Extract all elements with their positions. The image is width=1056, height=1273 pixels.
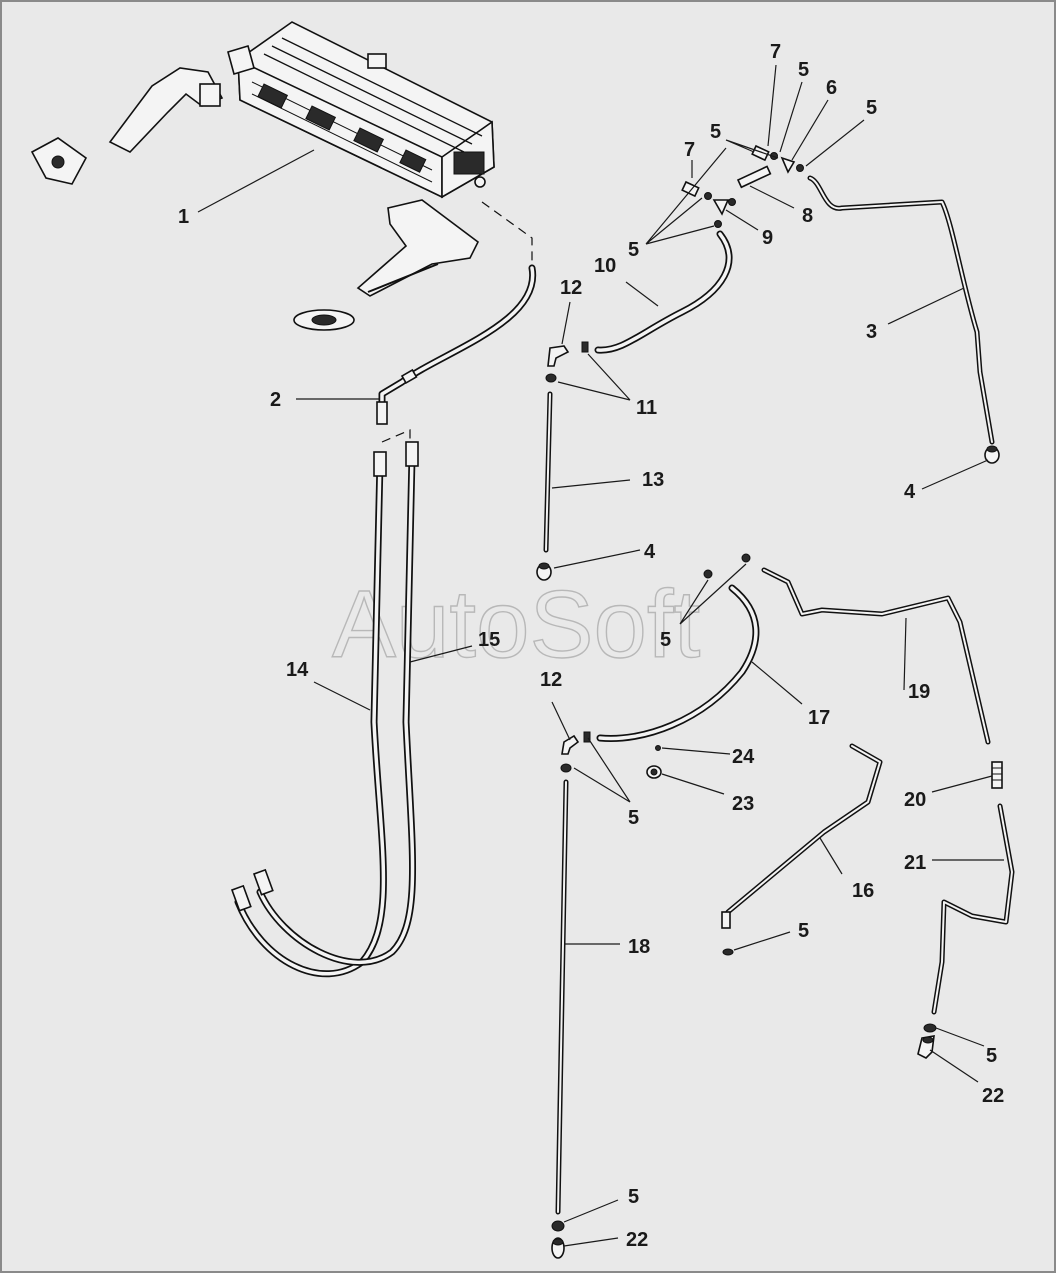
callout-9: 9 (762, 227, 773, 249)
callout-7-b: 7 (684, 139, 695, 161)
callout-22-lower: 22 (626, 1229, 648, 1251)
callout-5-b: 5 (866, 97, 877, 119)
clamp-5-c (722, 948, 734, 956)
callout-19: 19 (908, 681, 930, 703)
coupler-20 (991, 761, 1003, 789)
callout-10: 10 (594, 255, 616, 277)
hose-14 (230, 451, 387, 978)
watermark: AutoSoft (332, 571, 700, 678)
callout-5-a: 5 (798, 59, 809, 81)
callout-1: 1 (178, 206, 189, 228)
callout-7-a: 7 (770, 41, 781, 63)
callout-2: 2 (270, 389, 281, 411)
callout-5-c: 5 (710, 121, 721, 143)
left-vent (30, 137, 88, 185)
callout-21: 21 (904, 852, 926, 874)
callout-14: 14 (286, 659, 309, 681)
callout-8: 8 (802, 205, 813, 227)
callout-18: 18 (628, 936, 650, 958)
callout-12-lower: 12 (540, 669, 562, 691)
valve-22-upper (917, 1035, 935, 1059)
clamp-5-bottom (551, 1220, 565, 1232)
callout-5-f: 5 (628, 807, 639, 829)
pipe-18 (555, 779, 569, 1215)
leader-lines (197, 64, 1004, 1247)
callout-5-d: 5 (628, 239, 639, 261)
callout-11: 11 (636, 397, 657, 419)
hose-2 (376, 264, 537, 425)
pipe-19 (761, 567, 991, 745)
nut-23 (646, 765, 662, 779)
callout-12-upper: 12 (560, 277, 582, 299)
clamp-5-d (923, 1023, 937, 1033)
fitting-12-upper (545, 341, 589, 383)
left-duct-outlet (199, 83, 221, 107)
fitting-cluster (681, 144, 804, 228)
hose-10 (594, 230, 733, 354)
callout-4-lower: 4 (644, 541, 656, 563)
cap-4-lower (536, 562, 552, 581)
pin-24 (655, 745, 661, 751)
callout-3: 3 (866, 321, 877, 343)
right-air-duct (356, 199, 480, 297)
cap-4-upper (984, 445, 1000, 464)
callout-15: 15 (478, 629, 500, 651)
callout-5-g: 5 (798, 920, 809, 942)
callout-17: 17 (808, 707, 830, 729)
hose-15 (252, 441, 419, 966)
callout-22-upper: 22 (982, 1085, 1004, 1107)
clamp-5-a (703, 569, 713, 579)
callout-5-h: 5 (986, 1045, 997, 1067)
callout-16: 16 (852, 880, 874, 902)
dashed-connection-1 (481, 201, 533, 264)
callout-labels: 1 2 3 4 4 5 5 5 5 5 5 5 5 5 6 7 7 8 9 10… (178, 41, 1004, 1251)
pipe-3 (807, 175, 995, 445)
callout-23: 23 (732, 793, 754, 815)
callout-5-e: 5 (660, 629, 671, 651)
hose-17 (596, 584, 760, 742)
fitting-12-lower (560, 731, 591, 773)
heater-unit (227, 21, 495, 199)
left-air-duct (108, 67, 224, 153)
callout-24: 24 (732, 746, 755, 768)
valve-22-lower (551, 1237, 565, 1259)
pipe-13 (543, 391, 553, 553)
callout-13: 13 (642, 469, 664, 491)
clamp-5-b (741, 553, 751, 563)
callout-4-upper: 4 (904, 481, 916, 503)
right-vent (293, 309, 355, 331)
callout-20: 20 (904, 789, 926, 811)
pipe-21 (931, 803, 1015, 1015)
pipe-16 (721, 743, 883, 929)
dashed-connection-2 (381, 429, 411, 450)
callout-6: 6 (826, 77, 837, 99)
callout-5-i: 5 (628, 1186, 639, 1208)
